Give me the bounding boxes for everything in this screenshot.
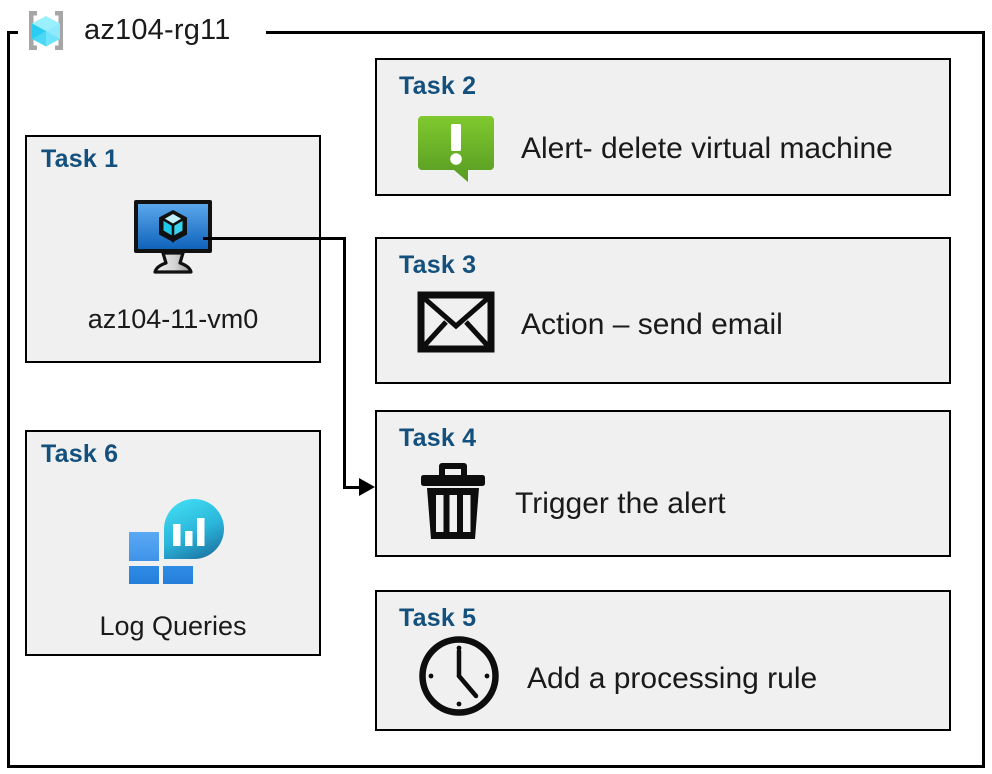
resource-group-cube-icon xyxy=(18,7,74,55)
resource-group-border-left xyxy=(7,31,10,768)
task6-label: Task 6 xyxy=(41,440,119,468)
resource-group-border-right xyxy=(982,31,985,768)
task3-caption: Action – send email xyxy=(521,307,783,341)
task1-body: az104-11-vm0 xyxy=(27,195,319,333)
task6-body: Log Queries xyxy=(27,488,319,640)
task3-body: Action – send email xyxy=(417,291,783,358)
connector-segment-horizontal-top xyxy=(203,237,346,240)
task6-caption: Log Queries xyxy=(99,611,247,641)
clock-icon xyxy=(417,634,501,723)
resource-group-border-top xyxy=(266,31,985,34)
task4-caption: Trigger the alert xyxy=(515,486,726,520)
alert-exclamation-icon xyxy=(417,110,495,187)
resource-group-header: az104-rg11 xyxy=(18,4,237,58)
task3-card[interactable]: Task 3 Action – send email xyxy=(375,237,951,384)
resource-group-border-top-left xyxy=(7,31,19,34)
virtual-machine-icon xyxy=(129,195,217,280)
task1-caption: az104-11-vm0 xyxy=(87,304,259,334)
task5-card[interactable]: Task 5 Add a processing rule xyxy=(375,590,951,731)
task5-label: Task 5 xyxy=(399,604,477,632)
task1-card[interactable]: Task 1 xyxy=(25,135,321,363)
task2-caption: Alert- delete virtual machine xyxy=(521,131,893,165)
task2-body: Alert- delete virtual machine xyxy=(417,110,893,187)
task1-label: Task 1 xyxy=(41,145,119,173)
task2-label: Task 2 xyxy=(399,72,477,100)
task2-card[interactable]: Task 2 Alert- delete virtual machine xyxy=(375,58,951,196)
task4-card[interactable]: Task 4 Trigger the alert xyxy=(375,410,951,557)
task3-label: Task 3 xyxy=(399,251,477,279)
task4-body: Trigger the alert xyxy=(417,460,726,547)
log-analytics-icon xyxy=(121,488,225,595)
task5-caption: Add a processing rule xyxy=(527,661,818,695)
connector-segment-horizontal-bottom xyxy=(343,486,367,489)
task5-body: Add a processing rule xyxy=(417,634,817,723)
connector-segment-vertical xyxy=(343,237,346,487)
task6-card[interactable]: Task 6 xyxy=(25,430,321,656)
trash-can-icon xyxy=(417,460,489,547)
task4-label: Task 4 xyxy=(399,424,477,452)
resource-group-title: az104-rg11 xyxy=(84,13,231,46)
resource-group-border-bottom xyxy=(7,765,985,768)
connector-arrowhead-icon xyxy=(359,478,375,496)
envelope-icon xyxy=(417,291,495,358)
